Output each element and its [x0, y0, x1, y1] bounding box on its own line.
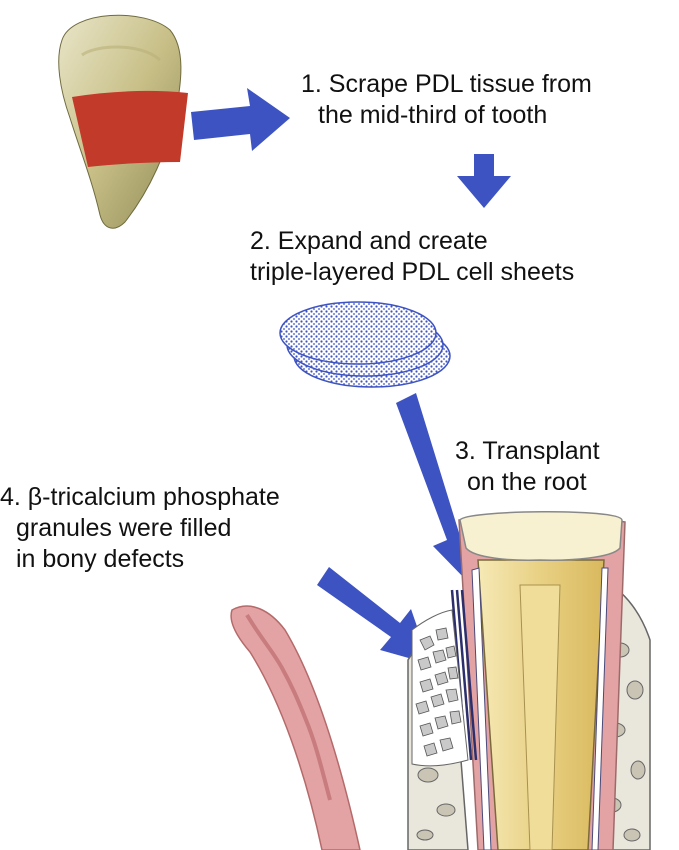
arrow-to-step-1 [191, 88, 290, 151]
step-3-line-2: on the root [467, 467, 600, 498]
step-1-label: 1. Scrape PDL tissue from the mid-third … [301, 69, 592, 131]
step-4-line-3: in bony defects [16, 544, 280, 575]
step-3-line-1: 3. Transplant [455, 436, 600, 467]
tooth-cross-section [459, 512, 625, 850]
step-1-line-1: 1. Scrape PDL tissue from [301, 69, 592, 100]
step-3-label: 3. Transplant on the root [455, 436, 600, 498]
cell-sheet-layer-1 [280, 302, 436, 364]
gingival-flap [231, 606, 360, 850]
step-4-line-2: granules were filled [16, 513, 280, 544]
step-2-line-1: 2. Expand and create [250, 226, 574, 257]
step-2-line-2: triple-layered PDL cell sheets [250, 257, 574, 288]
step-2-label: 2. Expand and create triple-layered PDL … [250, 226, 574, 288]
cell-sheet-stack [280, 302, 450, 387]
scraped-pdl-region [72, 91, 188, 167]
step-4-label: 4. β-tricalcium phosphate granules were … [0, 482, 280, 575]
arrow-to-step-2 [457, 154, 511, 208]
step-4-line-1: 4. β-tricalcium phosphate [0, 482, 280, 513]
step-1-line-2: the mid-third of tooth [318, 100, 592, 131]
